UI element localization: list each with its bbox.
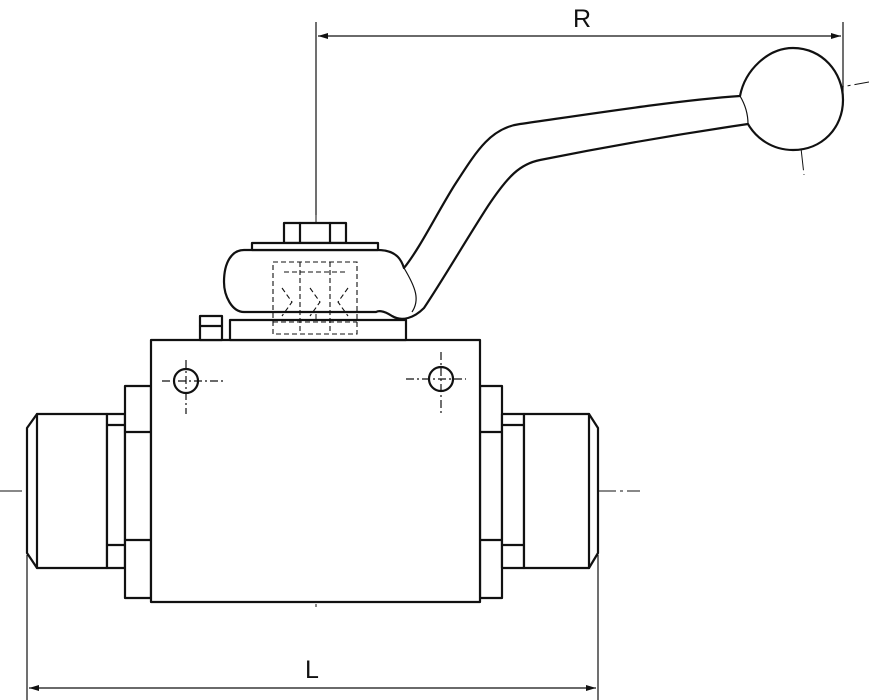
valve-body bbox=[149, 338, 482, 604]
mounting-hole-right bbox=[406, 352, 466, 414]
top-washer bbox=[228, 318, 408, 342]
mounting-hole-left bbox=[162, 360, 226, 414]
stem-nut bbox=[250, 221, 380, 252]
l-dimension-label: L bbox=[305, 656, 319, 684]
left-hex-nut bbox=[105, 384, 153, 600]
hidden-stem-lines bbox=[272, 261, 358, 335]
right-thread-connector bbox=[522, 412, 600, 570]
dimension-l: L bbox=[26, 555, 599, 700]
stop-pin bbox=[198, 314, 224, 342]
lever-handle bbox=[222, 46, 845, 320]
r-dimension-label: R bbox=[573, 5, 591, 33]
right-hex-nut bbox=[478, 384, 526, 600]
dimension-r: R bbox=[315, 5, 844, 215]
left-thread-connector bbox=[25, 412, 109, 570]
